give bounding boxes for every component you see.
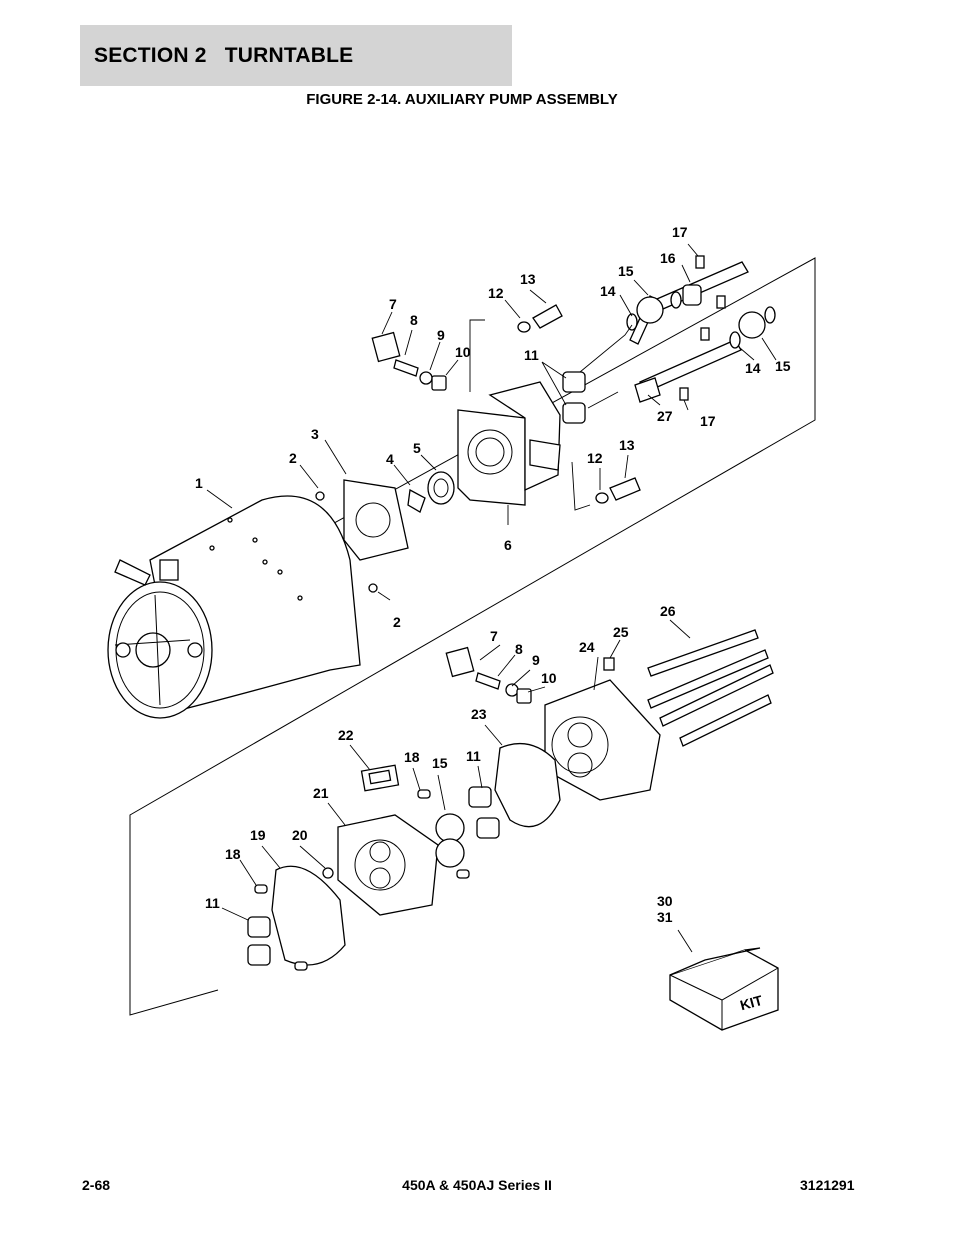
callout-2-lower: 2 bbox=[393, 614, 401, 630]
callout-11-left: 11 bbox=[205, 895, 220, 911]
callout-25: 25 bbox=[613, 624, 629, 640]
callout-17-lower: 17 bbox=[700, 413, 716, 429]
callout-27: 27 bbox=[657, 408, 673, 424]
callout-4: 4 bbox=[386, 451, 394, 467]
callout-12: 12 bbox=[488, 285, 504, 301]
callout-20: 20 bbox=[292, 827, 308, 843]
callout-14: 14 bbox=[600, 283, 616, 299]
callout-7-lower: 7 bbox=[490, 628, 498, 644]
callout-21: 21 bbox=[313, 785, 329, 801]
callout-15-right: 15 bbox=[775, 358, 791, 374]
callout-11-lower: 11 bbox=[466, 748, 481, 764]
section-header: SECTION 2 TURNTABLE bbox=[80, 25, 512, 86]
callout-13: 13 bbox=[520, 271, 536, 287]
upper-pump-parts bbox=[315, 304, 641, 593]
callout-9-lower: 9 bbox=[532, 652, 540, 668]
callout-1: 1 bbox=[195, 475, 203, 491]
callout-22: 22 bbox=[338, 727, 354, 743]
callout-5: 5 bbox=[413, 440, 421, 456]
kit-label: KIT bbox=[738, 992, 764, 1013]
callout-24: 24 bbox=[579, 639, 595, 655]
callout-numbers: 17 16 15 14 13 12 7 8 9 10 11 14 15 27 1… bbox=[195, 224, 791, 925]
callout-15-lower: 15 bbox=[432, 755, 448, 771]
callout-7: 7 bbox=[389, 296, 397, 312]
figure-title: FIGURE 2-14. AUXILIARY PUMP ASSEMBLY bbox=[306, 91, 618, 108]
page-number: 2-68 bbox=[82, 1177, 111, 1193]
document-number: 3121291 bbox=[800, 1177, 855, 1193]
callout-12-lower: 12 bbox=[587, 450, 603, 466]
kit-box-drawing: KIT bbox=[669, 947, 779, 1031]
model-name: 450A & 450AJ Series II bbox=[402, 1177, 552, 1193]
callout-11: 11 bbox=[524, 347, 539, 363]
callout-10-lower: 10 bbox=[541, 670, 557, 686]
callout-30: 30 bbox=[657, 893, 673, 909]
callout-18-left: 18 bbox=[225, 846, 241, 862]
lower-pump-parts bbox=[247, 629, 774, 971]
motor-drawing bbox=[107, 495, 361, 719]
section-title: SECTION 2 TURNTABLE bbox=[94, 43, 354, 67]
callout-26: 26 bbox=[660, 603, 676, 619]
callout-14-right: 14 bbox=[745, 360, 761, 376]
assembly-boundary bbox=[121, 257, 816, 1016]
callout-10: 10 bbox=[455, 344, 471, 360]
callout-3: 3 bbox=[311, 426, 319, 442]
callout-8: 8 bbox=[410, 312, 418, 328]
callout-6: 6 bbox=[504, 537, 512, 553]
callout-9: 9 bbox=[437, 327, 445, 343]
callout-13-lower: 13 bbox=[619, 437, 635, 453]
callout-8-lower: 8 bbox=[515, 641, 523, 657]
leader-lines bbox=[206, 243, 777, 953]
callout-18: 18 bbox=[404, 749, 420, 765]
shaft-gear-parts bbox=[626, 255, 776, 403]
callout-17: 17 bbox=[672, 224, 688, 240]
callout-15: 15 bbox=[618, 263, 634, 279]
callout-31: 31 bbox=[657, 909, 673, 925]
callout-23: 23 bbox=[471, 706, 487, 722]
callout-2: 2 bbox=[289, 450, 297, 466]
callout-19: 19 bbox=[250, 827, 266, 843]
callout-16: 16 bbox=[660, 250, 676, 266]
